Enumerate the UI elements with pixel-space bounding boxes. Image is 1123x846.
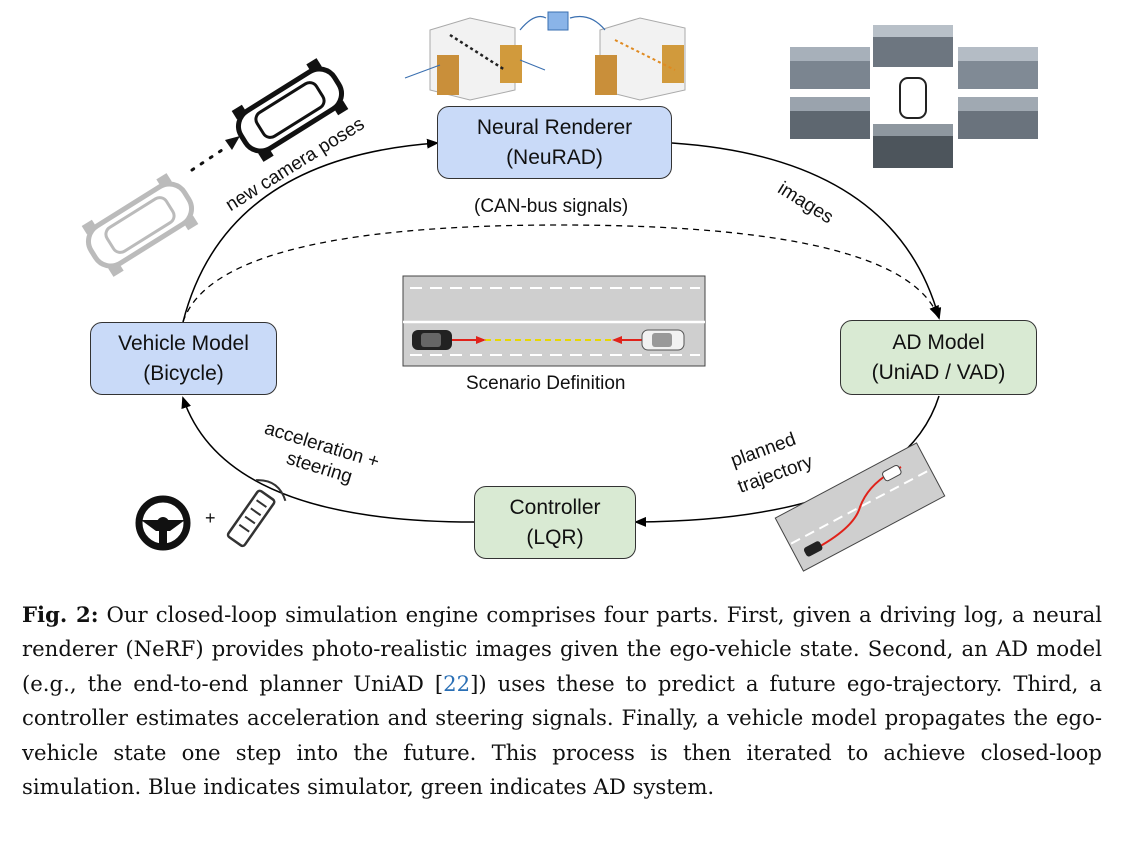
caption-text-after: ]) uses these to predict a future ego-tr… <box>22 670 1102 800</box>
vehicle-model-title: Vehicle Model <box>118 331 249 355</box>
scenario-road-illustration <box>402 275 706 367</box>
pedal-icon <box>226 479 287 548</box>
vehicle-model-subtitle: (Bicycle) <box>143 361 224 385</box>
ad-model-subtitle: (UniAD / VAD) <box>871 360 1006 384</box>
rig-car-illustration <box>81 58 349 277</box>
trajectory-illustration <box>774 442 946 572</box>
citation-link[interactable]: 22 <box>443 670 471 696</box>
nerf-inset-illustration <box>404 11 686 101</box>
controller-subtitle: (LQR) <box>526 525 584 549</box>
arrow-vehicle-to-renderer <box>182 138 439 323</box>
neural-renderer-title: Neural Renderer <box>476 115 633 139</box>
caption-text-before: Our closed-loop simulation engine compri… <box>22 602 1102 696</box>
scenario-label: Scenario Definition <box>466 373 626 394</box>
vehicle-model-node: Vehicle Model (Bicycle) <box>90 322 277 395</box>
ad-model-node: AD Model (UniAD / VAD) <box>840 320 1037 395</box>
controller-title: Controller <box>509 495 601 519</box>
figure-number: Fig. 2: <box>22 602 99 627</box>
edge-label-can-bus: (CAN-bus signals) <box>474 196 629 217</box>
figure-caption: Fig. 2: Our closed-loop simulation engin… <box>22 598 1102 804</box>
diagram-graphics <box>81 11 1038 572</box>
controller-node: Controller (LQR) <box>474 486 636 559</box>
nerf-network-icon <box>547 11 569 31</box>
car-top-icon <box>899 77 927 119</box>
camera-images-illustration <box>790 25 1038 168</box>
neural-renderer-subtitle: (NeuRAD) <box>506 145 603 169</box>
ad-model-title: AD Model <box>892 330 985 354</box>
plus-sign: + <box>205 508 216 528</box>
neural-renderer-node: Neural Renderer (NeuRAD) <box>437 106 672 179</box>
arrow-renderer-to-ad <box>671 142 942 320</box>
closed-loop-diagram: Neural Renderer (NeuRAD) AD Model (UniAD… <box>81 11 1038 572</box>
steering-wheel-icon <box>135 495 191 551</box>
arrow-controller-to-vehicle <box>181 396 475 523</box>
